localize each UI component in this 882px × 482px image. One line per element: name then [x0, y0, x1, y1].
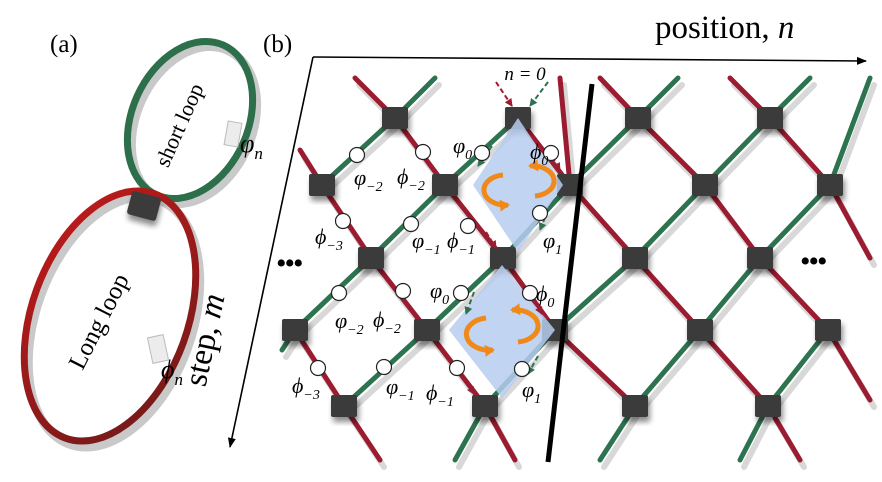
beam-splitter-node [692, 174, 718, 196]
waveguide-shadow [706, 122, 777, 195]
phase-label-vphi1_top: φ1 [543, 228, 562, 258]
phi-long: ϕn [161, 355, 183, 389]
beam-splitter-node [472, 395, 498, 417]
ellipsis-right: ••• [800, 245, 826, 278]
waveguide-red [557, 75, 573, 188]
circulation-arrow-right [528, 159, 557, 199]
waveguide-red [825, 327, 873, 403]
coupler-node [127, 191, 161, 221]
waveguide-green [632, 182, 708, 261]
waveguide-green [757, 182, 833, 261]
beam-splitter-node [622, 247, 648, 269]
beam-splitter-node [625, 107, 651, 129]
phase-label-uphim3_bot: ϕ−3 [292, 373, 320, 403]
panel-a [20, 37, 262, 452]
y-axis-label: step, m [178, 290, 233, 389]
phase-label-uphi0_top: ϕ0 [530, 139, 548, 169]
waveguide-shadow [761, 189, 837, 268]
waveguide-red [767, 115, 833, 188]
n-zero-label: n = 0 [504, 64, 546, 85]
beam-splitter-node [282, 319, 308, 341]
beam-splitter-node [309, 174, 335, 196]
beam-splitter-node [817, 174, 843, 196]
phase-label-vphim1_top: φ−1 [412, 228, 441, 258]
beam-splitter-node [331, 395, 357, 417]
beam-splitter-node [687, 319, 713, 341]
panel-a-label: (a) [50, 31, 78, 58]
x-axis [312, 56, 867, 65]
waveguide-shadow [571, 122, 645, 195]
phase-label-vphim1_bot: φ−1 [386, 374, 415, 404]
phase-label-vphim2_bot: φ−2 [335, 308, 364, 338]
beam-splitter-node [382, 107, 408, 129]
phase-label-vphim2_top: φ−2 [354, 165, 383, 195]
waveguide-shadow [636, 334, 707, 416]
circulation-arrow-left [481, 172, 510, 212]
phase-element-short [223, 120, 243, 148]
waveguide-shadow [741, 410, 775, 470]
circulation-arrow-right [510, 303, 541, 345]
beam-splitter-node [557, 174, 583, 196]
waveguide-green [765, 327, 831, 409]
phase-label-vphi0_bot: φ0 [430, 278, 449, 308]
beam-splitter-node [757, 107, 783, 129]
waveguide-red [552, 327, 638, 409]
beam-splitter-node [755, 395, 781, 417]
waveguide-shadow [636, 189, 712, 268]
waveguide-shadow [456, 410, 492, 470]
circulation-arrow-left [463, 315, 495, 357]
long-loop-label: Long loop [64, 269, 135, 373]
beam-splitter-node [815, 319, 841, 341]
waveguide-red [702, 182, 763, 261]
phase-label-uphi0_bot: ϕ0 [536, 281, 554, 311]
phase-label-uphim1_bot: ϕ−1 [426, 380, 454, 410]
short-loop-label: short loop [150, 79, 209, 170]
waveguide-green [552, 255, 638, 333]
waveguide-shadow [296, 262, 378, 340]
beam-splitter-node [490, 247, 516, 269]
beam-splitter-node [747, 247, 773, 269]
waveguide-green [702, 115, 773, 188]
waveguide-shadow [556, 262, 642, 340]
y-axis [227, 56, 314, 448]
waveguide-shadow [701, 262, 767, 340]
phase-element-long [146, 334, 170, 364]
phase-label-uphim2_top: ϕ−2 [397, 164, 425, 194]
waveguide-green [697, 255, 763, 333]
x-axis-label: position, n [655, 10, 794, 46]
boundary-line [545, 83, 595, 463]
phase-label-uphim3_top: ϕ−3 [315, 224, 343, 254]
panel-b-label: (b) [263, 31, 292, 58]
waveguide-green [827, 75, 873, 188]
phase-circles [309, 143, 560, 378]
ellipsis-left: ••• [276, 247, 302, 280]
waveguide-red [632, 255, 703, 333]
phase-label-vphi0_top: φ0 [453, 133, 472, 163]
beam-splitter-node [432, 174, 458, 196]
beam-splitter-node [414, 319, 440, 341]
waveguide-shadow [769, 334, 835, 416]
phi-short: φn [240, 129, 263, 163]
beam-splitter-node [358, 247, 384, 269]
waveguide-red [757, 255, 831, 333]
phase-label-uphim2_bot: ϕ−2 [373, 307, 401, 337]
waveguide-shadow [345, 334, 434, 416]
phase-label-vphi1_bot: φ1 [522, 377, 541, 407]
waveguide-red [697, 327, 771, 409]
phase-label-uphim1_top: ϕ−1 [447, 228, 475, 258]
waveguide-red [827, 182, 873, 261]
waveguide-green [632, 327, 703, 409]
waveguide-red [635, 115, 708, 188]
waveguide-shadow [601, 410, 642, 470]
beam-splitter-node [622, 395, 648, 417]
lattice [279, 75, 877, 470]
